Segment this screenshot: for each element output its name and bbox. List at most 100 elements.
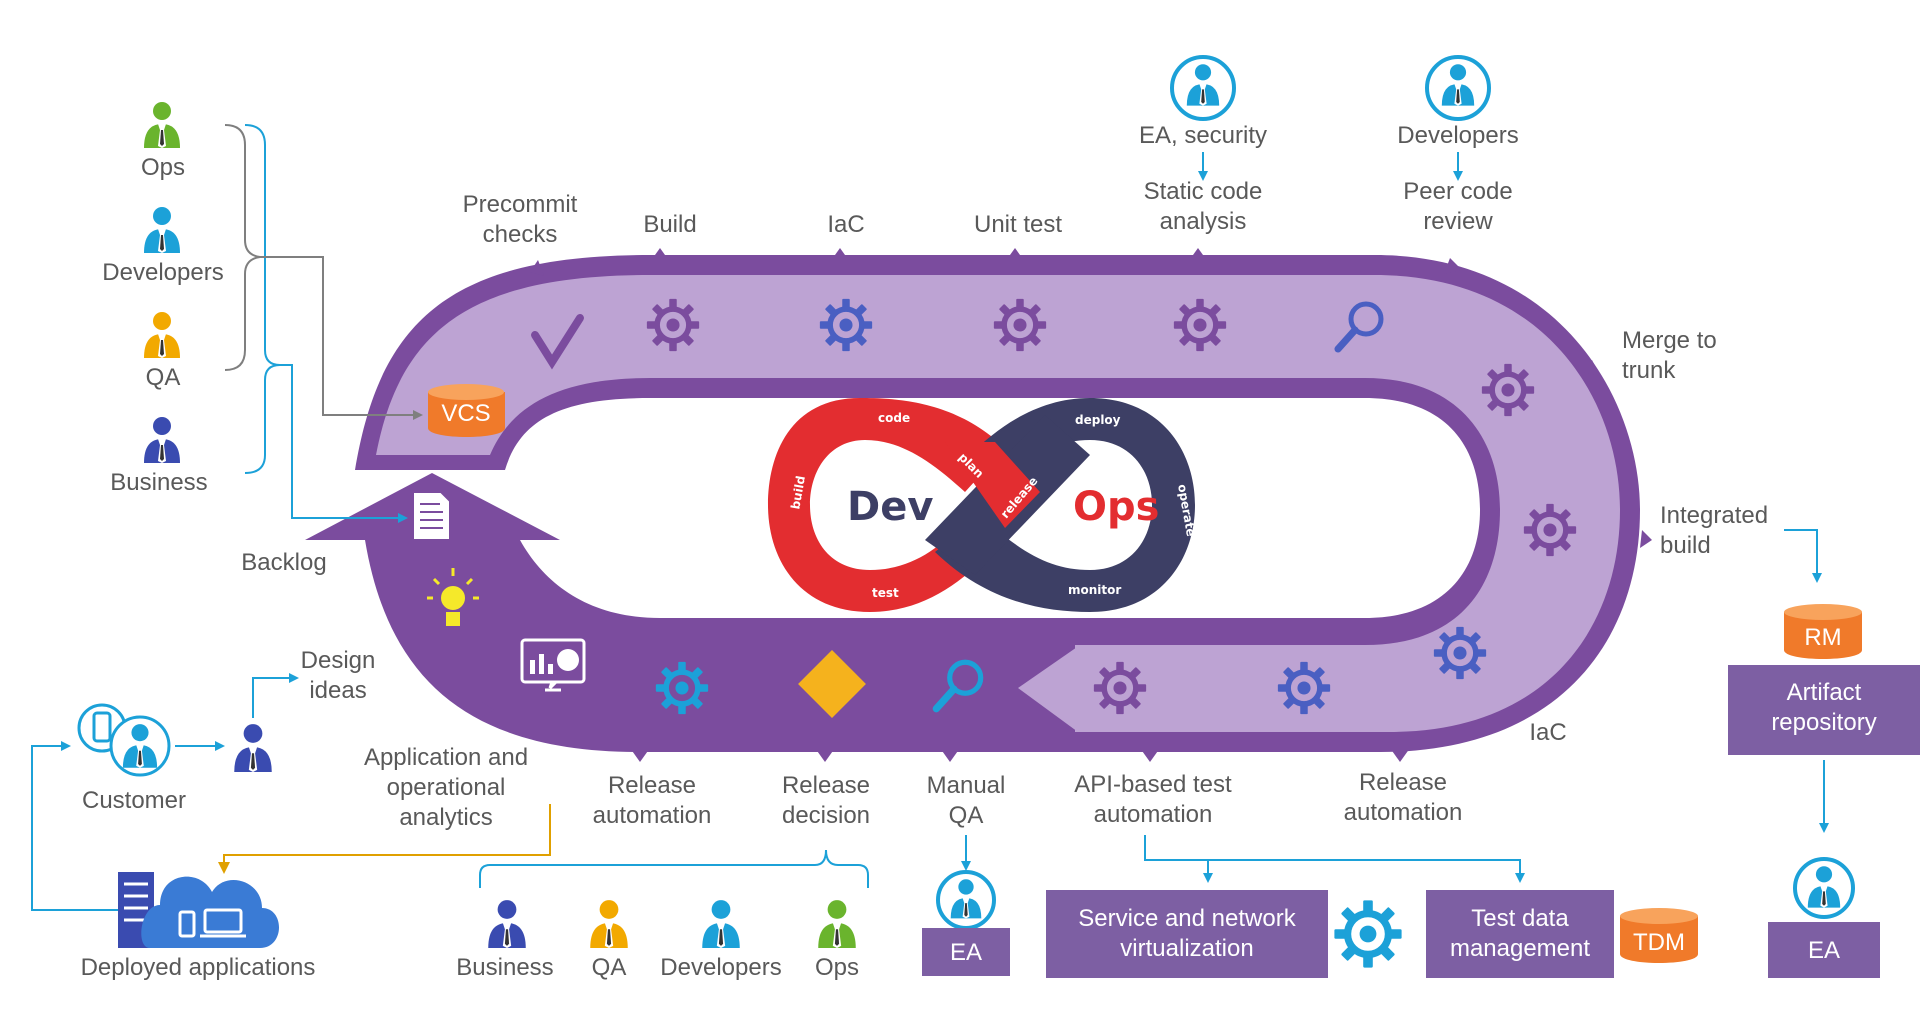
step-analytics: Application and: [364, 744, 528, 771]
track-notches: [480, 248, 1652, 762]
left-braces: [224, 124, 423, 523]
service-virtualization-box: [1046, 890, 1328, 978]
step-manual-qa: QA: [949, 802, 984, 829]
smartphone-icon: [92, 711, 112, 743]
gear-icon: [994, 299, 1046, 351]
role-business: Business: [110, 469, 207, 496]
test-services: Service and network virtualization Test …: [1046, 835, 1698, 978]
deploy-label: deploy: [1075, 413, 1121, 427]
devops-infinity-logo: code build test plan release deploy oper…: [768, 398, 1198, 612]
test-data-box: [1426, 890, 1614, 978]
step-iac-top: IaC: [827, 211, 864, 238]
step-static-analysis: Static code: [1144, 178, 1263, 205]
step-integrated-build: Integrated: [1660, 502, 1768, 529]
step-manual-qa: Manual: [927, 772, 1006, 799]
ea-label: EA: [950, 939, 982, 966]
artifact-chain: RM Artifact repository EA: [1728, 529, 1920, 978]
step-static-analysis: analysis: [1160, 208, 1247, 235]
monitor-chart-icon: [520, 638, 586, 692]
left-roles: Ops Developers QA Business: [102, 102, 224, 496]
gear-icon: [1334, 900, 1401, 967]
step-merge: Merge to: [1622, 327, 1717, 354]
track-outer: [305, 255, 1640, 752]
step-api-test: API-based test: [1074, 771, 1232, 798]
person-icon: [818, 900, 856, 948]
rm-label: RM: [1804, 624, 1841, 651]
step-design-ideas: ideas: [309, 677, 366, 704]
document-icon: [412, 491, 451, 541]
step-integrated-build: build: [1660, 532, 1711, 559]
track-inner-light: [376, 275, 1620, 732]
gear-icon: [820, 299, 872, 351]
gear-icon: [1278, 662, 1330, 714]
tdm-label: TDM: [1633, 929, 1685, 956]
bottom-role-qa: QA: [592, 954, 627, 981]
test-label: test: [872, 586, 899, 600]
dev-wordmark: Dev: [847, 484, 933, 530]
lightbulb-icon: [427, 568, 479, 626]
test-data-label: Test data: [1471, 905, 1569, 932]
ea-box: [922, 928, 1010, 976]
vcs-label: VCS: [441, 400, 490, 427]
diamond-icon: [798, 650, 866, 718]
role-developers: Developers: [102, 259, 223, 286]
ops-wordmark: Ops: [1073, 484, 1159, 530]
step-peer-review: Peer code: [1403, 178, 1512, 205]
step-build: Build: [643, 211, 696, 238]
role-qa: QA: [146, 364, 181, 391]
vcs-database-icon: VCS: [428, 384, 505, 437]
service-virtualization-label: virtualization: [1120, 935, 1253, 962]
cloud-devices-icon: [141, 876, 280, 948]
step-analytics: operational: [387, 774, 506, 801]
step-api-test: automation: [1094, 801, 1213, 828]
person-icon: [488, 900, 526, 948]
track-arrowhead: [1018, 645, 1080, 732]
step-precommit: Precommit: [463, 191, 578, 218]
step-peer-review: review: [1423, 208, 1493, 235]
step-unit-test: Unit test: [974, 211, 1062, 238]
pipeline-track: [305, 248, 1652, 762]
bottom-roles: Business QA Developers Ops: [456, 849, 869, 981]
role-developers-top: Developers: [1397, 122, 1518, 149]
person-icon: [144, 417, 180, 463]
rm-database-icon: [1784, 612, 1862, 659]
role-ea-security: EA, security: [1139, 122, 1267, 149]
person-icon: [144, 102, 180, 148]
monitor-label: monitor: [1068, 583, 1121, 597]
customer-label: Customer: [82, 787, 186, 814]
step-design-ideas: Design: [301, 647, 376, 674]
deployed-apps-group: Deployed applications: [31, 741, 551, 981]
step-release-automation-right: automation: [1344, 799, 1463, 826]
service-virtualization-label: Service and network: [1078, 905, 1296, 932]
step-release-automation-right: Release: [1359, 769, 1447, 796]
person-icon: [144, 312, 180, 358]
role-ops: Ops: [141, 154, 185, 181]
artifact-repository-box: [1728, 665, 1920, 755]
ea-box-right: [1768, 922, 1880, 978]
artifact-repository-label: repository: [1771, 709, 1876, 736]
gear-icon: [1094, 662, 1146, 714]
gear-icon: [1174, 299, 1226, 351]
tdm-database-icon: [1620, 916, 1698, 963]
gear-icon: [1482, 364, 1534, 416]
person-icon: [234, 724, 272, 772]
gear-icon: [656, 662, 708, 714]
gear-icon: [647, 299, 699, 351]
bottom-role-business: Business: [456, 954, 553, 981]
person-icon: [590, 900, 628, 948]
person-icon: [144, 207, 180, 253]
customer-group: Customer: [77, 673, 299, 814]
step-release-decision: decision: [782, 802, 870, 829]
step-backlog: Backlog: [241, 549, 326, 576]
step-analytics: analytics: [399, 804, 492, 831]
step-release-automation-left: automation: [593, 802, 712, 829]
step-merge: trunk: [1622, 357, 1676, 384]
gear-icon: [1524, 504, 1576, 556]
code-label: code: [878, 411, 910, 425]
gear-icon: [1434, 627, 1486, 679]
test-data-label: management: [1450, 935, 1590, 962]
ea-label-right: EA: [1808, 937, 1840, 964]
build-label: build: [788, 475, 808, 511]
infinity-plan-band: [945, 442, 1040, 528]
